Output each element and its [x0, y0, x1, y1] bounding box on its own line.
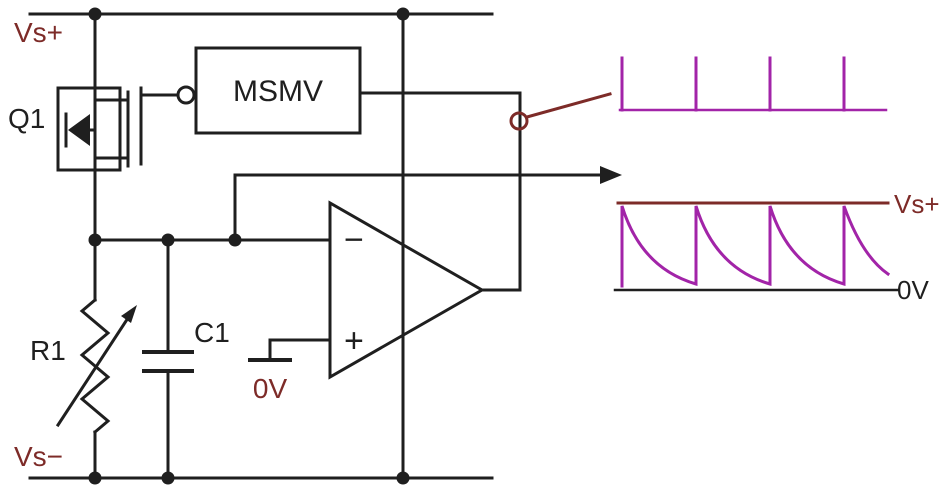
probe-point-circle — [509, 111, 529, 131]
supply-pos-label: Vs+ — [14, 17, 63, 48]
output-arrowhead — [600, 166, 622, 184]
wires — [28, 12, 622, 480]
waveform-bottom-ref-label: 0V — [897, 275, 929, 305]
waveform-top-ref-label: Vs+ — [894, 189, 940, 219]
supply-neg-label: Vs− — [14, 441, 63, 472]
resistor-r1 — [55, 297, 137, 435]
pulse-waveform — [618, 56, 888, 112]
junction-dot — [396, 471, 410, 485]
junction-dot — [88, 233, 102, 247]
msmv-label: MSMV — [233, 75, 323, 108]
q1-body-diode-triangle — [68, 114, 90, 146]
msmv-inverting-bubble — [176, 85, 196, 105]
msmv-box — [194, 46, 362, 135]
noninverting-input-wire — [268, 338, 332, 362]
r1-ref-label: R1 — [30, 335, 66, 366]
q1-ref-label: Q1 — [8, 103, 45, 134]
opamp-noninverting-label: + — [344, 322, 364, 360]
pulse-spikes — [620, 56, 846, 112]
ground-ref-label: 0V — [253, 373, 288, 404]
sawtooth-trace — [620, 205, 891, 288]
junction-dot — [88, 7, 102, 21]
junction-dot — [161, 233, 175, 247]
opamp-triangle — [328, 200, 486, 380]
probe-callout-line — [525, 92, 612, 119]
c1-ref-label: C1 — [194, 317, 230, 348]
msmv-output-wire — [358, 91, 522, 292]
labels: Vs+ Vs− Q1 MSMV R1 C1 0V − + Vs+ 0V — [8, 17, 940, 472]
junction-dot — [88, 471, 102, 485]
output-signal-wire — [233, 173, 604, 242]
capacitor-c1 — [142, 350, 194, 373]
junction-dot — [228, 233, 242, 247]
sawtooth-waveform — [613, 201, 900, 292]
opamp-inverting-label: − — [344, 221, 364, 259]
r1-adjust-arrow-shaft — [55, 315, 131, 428]
r1-adjust-arrowhead — [121, 305, 137, 323]
junction-dot — [396, 7, 410, 21]
junction-dot — [161, 471, 175, 485]
junction-dots — [88, 7, 410, 485]
opamp — [328, 200, 486, 380]
q1-symbol — [64, 86, 143, 168]
msmv-block — [194, 46, 362, 135]
